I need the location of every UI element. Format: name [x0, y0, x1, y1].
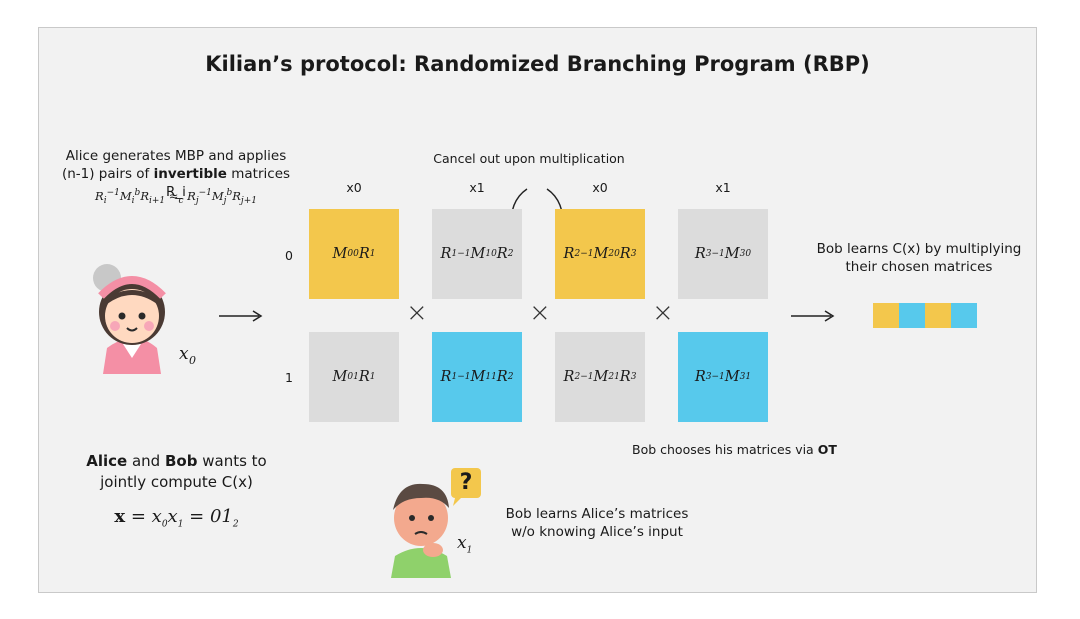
- bob-learns-text: Bob learns C(x) by multiplying their cho…: [809, 240, 1029, 276]
- column-label: x1: [469, 180, 485, 195]
- alice-line1: Alice generates MBP and applies: [65, 148, 287, 164]
- svg-text:x: x: [179, 344, 189, 364]
- result-bar-segment: [899, 303, 925, 328]
- result-bar-segment: [951, 303, 977, 328]
- multiply-sign-icon: ×: [652, 298, 674, 328]
- row-label: 0: [285, 248, 293, 263]
- diagram-title: Kilian’s protocol: Randomized Branching …: [205, 52, 870, 76]
- bob-learns-line1: Bob learns C(x) by multiplying: [816, 241, 1022, 257]
- row-label: 1: [285, 370, 293, 385]
- result-bar-segment: [925, 303, 951, 328]
- alice-avatar: x 0: [93, 264, 196, 374]
- right-arrow-icon: [219, 310, 263, 322]
- bob-avatar: [391, 468, 481, 578]
- joint-line2: jointly compute C(x): [100, 473, 253, 491]
- result-bar: [873, 303, 977, 328]
- question-mark-icon: ?: [459, 470, 473, 495]
- bob-matrices-text: Bob learns Alice’s matrices w/o knowing …: [487, 505, 707, 541]
- multiply-sign-icon: ×: [406, 298, 428, 328]
- cancel-label: Cancel out upon multiplication: [433, 151, 625, 166]
- bob-input-label: x1: [457, 533, 473, 556]
- alice-line2: (n-1) pairs of invertible matrices R_i: [61, 166, 291, 200]
- bob-matrices-line2: w/o knowing Alice’s input: [511, 524, 683, 540]
- right-arrow-icon: [791, 310, 835, 322]
- joint-compute-text: Alice and Bob wants to jointly compute C…: [59, 451, 294, 493]
- diagram-frame: Kilian’s protocol: Randomized Branching …: [38, 27, 1037, 593]
- column-label: x1: [715, 180, 731, 195]
- result-bar-segment: [873, 303, 899, 328]
- joint-line1: Alice and Bob wants to: [86, 452, 267, 470]
- svg-text:0: 0: [189, 354, 196, 367]
- column-label: x0: [592, 180, 608, 195]
- bob-chooses-text: Bob chooses his matrices via OT: [632, 442, 837, 457]
- bob-matrices-line1: Bob learns Alice’s matrices: [505, 506, 689, 522]
- multiply-sign-icon: ×: [529, 298, 551, 328]
- alice-description: Alice generates MBP and applies (n-1) pa…: [51, 147, 301, 201]
- bob-learns-line2: their chosen matrices: [845, 259, 993, 275]
- input-formula: x = x0x1 = 012: [114, 506, 239, 530]
- alice-formula: Ri−1MibRi+1 ≈c Rj−1MjbRj+1: [95, 188, 257, 207]
- column-label: x0: [346, 180, 362, 195]
